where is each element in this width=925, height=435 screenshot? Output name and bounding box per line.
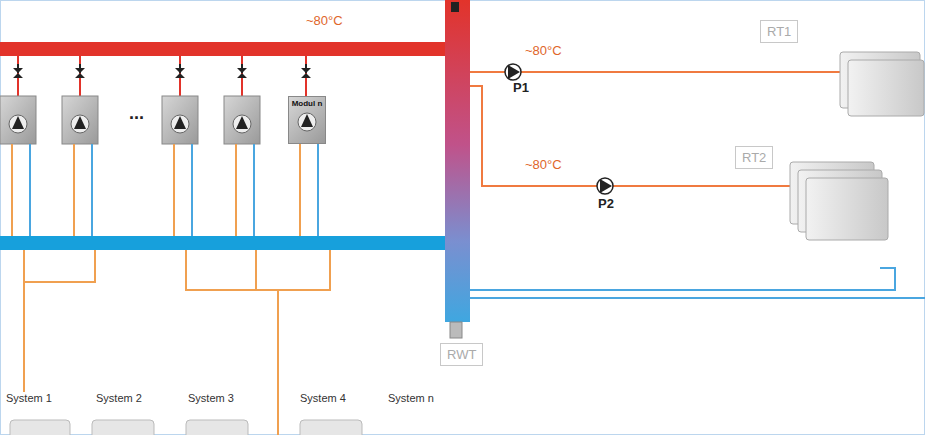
node-text: RT2: [742, 150, 766, 165]
temperature-label: ~80°C: [525, 44, 562, 58]
pump-label: P2: [598, 197, 614, 211]
pump-symbol: [296, 111, 318, 133]
system-label: System 1: [6, 392, 52, 404]
system-label: System 3: [188, 392, 234, 404]
temperature-label: ~80°C: [306, 14, 343, 28]
pump-label: P1: [513, 81, 529, 95]
label-box: RWT: [440, 343, 483, 366]
ellipsis: ...: [129, 104, 144, 124]
system-label: System 4: [300, 392, 346, 404]
temperature-label: ~80°C: [525, 158, 562, 172]
node-text: Modul n: [291, 99, 323, 108]
node-text: RT1: [767, 24, 791, 39]
label-box: RT1: [760, 20, 798, 43]
boiler-module: Modul n: [288, 96, 326, 144]
system-label: System 2: [96, 392, 142, 404]
label-box: RT2: [735, 146, 773, 169]
system-label: System n: [388, 392, 434, 404]
node-text: RWT: [447, 347, 476, 362]
